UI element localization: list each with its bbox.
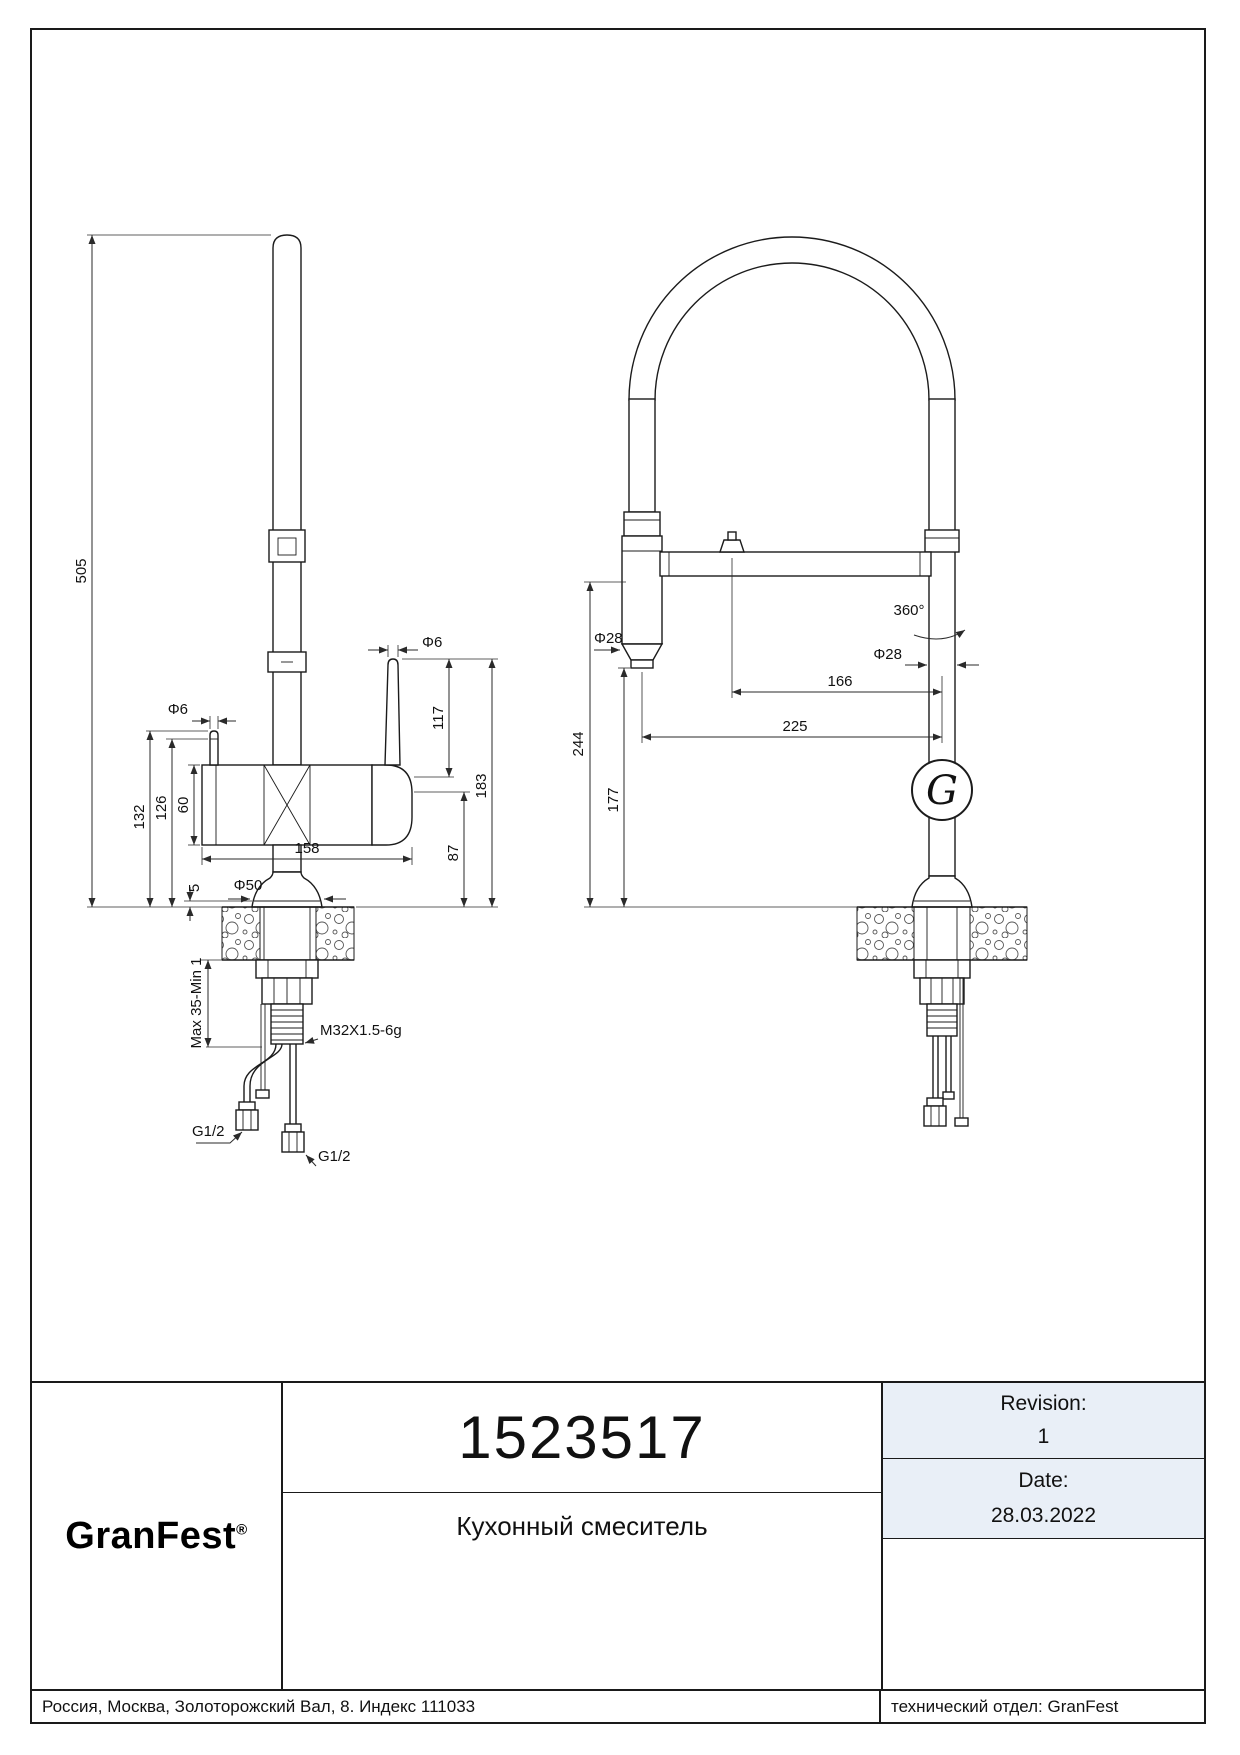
dim-117: 117 xyxy=(430,706,447,730)
technical-department: технический отдел: GranFest xyxy=(891,1696,1119,1716)
side-view-faucet: G xyxy=(620,236,973,908)
revision-cell: Revision: 1 xyxy=(883,1383,1204,1459)
date-cell: Date: 28.03.2022 xyxy=(883,1459,1204,1539)
granfest-logo: GranFest® xyxy=(65,1515,247,1558)
dim-phi28-column: Φ28 xyxy=(873,646,902,663)
side-view-countertop xyxy=(856,906,1028,961)
granfest-mark: G xyxy=(926,768,958,814)
title-block: GranFest® 1523517 Кухонный смеситель Rev… xyxy=(32,1381,1204,1689)
front-view-countertop xyxy=(221,906,355,961)
sheet-frame: 505 132 126 60 5 Φ6 xyxy=(30,28,1206,1724)
dim-158: 158 xyxy=(294,840,319,857)
dim-mount-thickness: Max 35-Min 1 xyxy=(188,958,205,1049)
dim-225: 225 xyxy=(782,718,807,735)
revision-date-cell: Revision: 1 Date: 28.03.2022 xyxy=(883,1383,1204,1689)
dim-166: 166 xyxy=(827,673,852,690)
dim-g12-left: G1/2 xyxy=(192,1123,225,1140)
dim-5: 5 xyxy=(186,884,203,892)
dim-phi6-lever: Φ6 xyxy=(422,634,442,651)
dim-132: 132 xyxy=(131,804,148,829)
dim-505: 505 xyxy=(73,558,90,583)
dim-60: 60 xyxy=(175,797,192,814)
manufacturer-address: Россия, Москва, Золоторожский Вал, 8. Ин… xyxy=(32,1691,881,1722)
front-view-dimensions: 505 132 126 60 5 Φ6 xyxy=(73,234,498,1167)
revision-label: Revision: xyxy=(1000,1392,1087,1415)
dim-g12-right: G1/2 xyxy=(318,1148,351,1165)
dim-360: 360° xyxy=(893,602,924,619)
revision-value: 1 xyxy=(1037,1425,1050,1448)
front-view-undermount xyxy=(235,959,319,1153)
part-info-cell: 1523517 Кухонный смеситель xyxy=(283,1383,883,1689)
date-label: Date: xyxy=(1018,1469,1069,1493)
dim-phi50: Φ50 xyxy=(234,877,263,894)
side-view-undermount xyxy=(913,959,971,1127)
dim-87: 87 xyxy=(445,845,462,862)
empty-cell xyxy=(883,1539,1204,1689)
faucet-technical-drawing: 505 132 126 60 5 Φ6 xyxy=(73,234,1028,1167)
dim-244: 244 xyxy=(570,731,587,756)
dim-phi28-spray: Φ28 xyxy=(594,630,623,647)
granfest-medallion xyxy=(911,759,973,821)
dim-177: 177 xyxy=(605,787,622,812)
registered-mark: ® xyxy=(236,1520,248,1538)
dim-183: 183 xyxy=(473,773,490,798)
logo-cell: GranFest® xyxy=(32,1383,283,1689)
part-name: Кухонный смеситель xyxy=(456,1510,708,1541)
date-value: 28.03.2022 xyxy=(990,1503,1097,1527)
dim-phi6-pin: Φ6 xyxy=(168,701,188,718)
logo-text: GranFest xyxy=(65,1514,237,1557)
part-number: 1523517 xyxy=(283,1383,881,1493)
front-view-faucet xyxy=(201,234,413,908)
dim-126: 126 xyxy=(153,795,170,820)
side-view-dimensions: Φ28 Φ28 360° 166 225 244 177 xyxy=(570,558,979,908)
footer-strip: Россия, Москва, Золоторожский Вал, 8. Ин… xyxy=(32,1689,1204,1722)
dim-shank-thread: M32X1.5-6g xyxy=(320,1022,402,1039)
